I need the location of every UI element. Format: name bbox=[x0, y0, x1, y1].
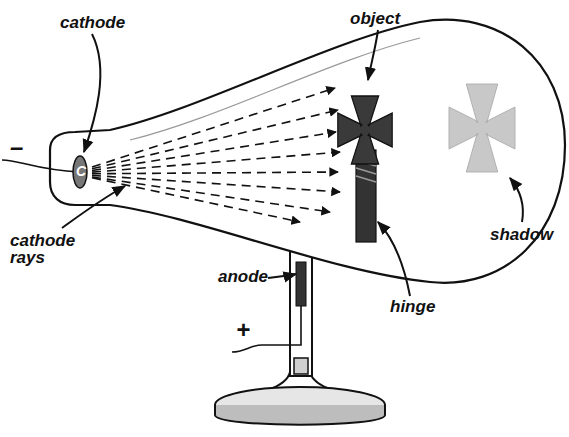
stem-join bbox=[291, 236, 311, 250]
stem-collar bbox=[294, 358, 308, 374]
anode-wire bbox=[232, 306, 301, 352]
cathode-wire bbox=[2, 160, 80, 172]
part-label: shadow bbox=[490, 226, 565, 243]
leader-line bbox=[62, 186, 125, 228]
part-label: cathode bbox=[60, 14, 150, 31]
shadow-cross bbox=[449, 84, 515, 172]
maltese-cross-object bbox=[338, 96, 392, 164]
part-label: C bbox=[76, 164, 90, 178]
cathode-ray bbox=[92, 178, 300, 222]
anode-plate bbox=[296, 262, 306, 306]
leader-line bbox=[84, 34, 100, 152]
leader-line bbox=[510, 178, 523, 222]
cathode-ray bbox=[92, 175, 340, 192]
cathode-ray bbox=[92, 132, 336, 171]
part-label: – bbox=[10, 135, 30, 159]
object-cross bbox=[338, 96, 392, 164]
glass-tube bbox=[50, 20, 565, 283]
cathode-ray bbox=[92, 110, 338, 169]
leader-line bbox=[378, 222, 410, 296]
part-label: + bbox=[236, 318, 256, 342]
cathode-ray bbox=[92, 172, 338, 174]
part-label: anode bbox=[218, 268, 278, 285]
part-label: object bbox=[350, 10, 430, 27]
shadow-shape bbox=[449, 84, 515, 172]
leader-line bbox=[368, 30, 378, 80]
leader-line bbox=[268, 274, 296, 278]
cathode-ray bbox=[92, 152, 340, 172]
part-label: hinge bbox=[390, 298, 460, 315]
part-label: cathode rays bbox=[10, 232, 80, 266]
cathode-ray-lines bbox=[92, 88, 340, 222]
stand-base-rim bbox=[215, 405, 385, 425]
cathode-ray bbox=[92, 177, 330, 212]
cathode-ray bbox=[92, 88, 335, 167]
